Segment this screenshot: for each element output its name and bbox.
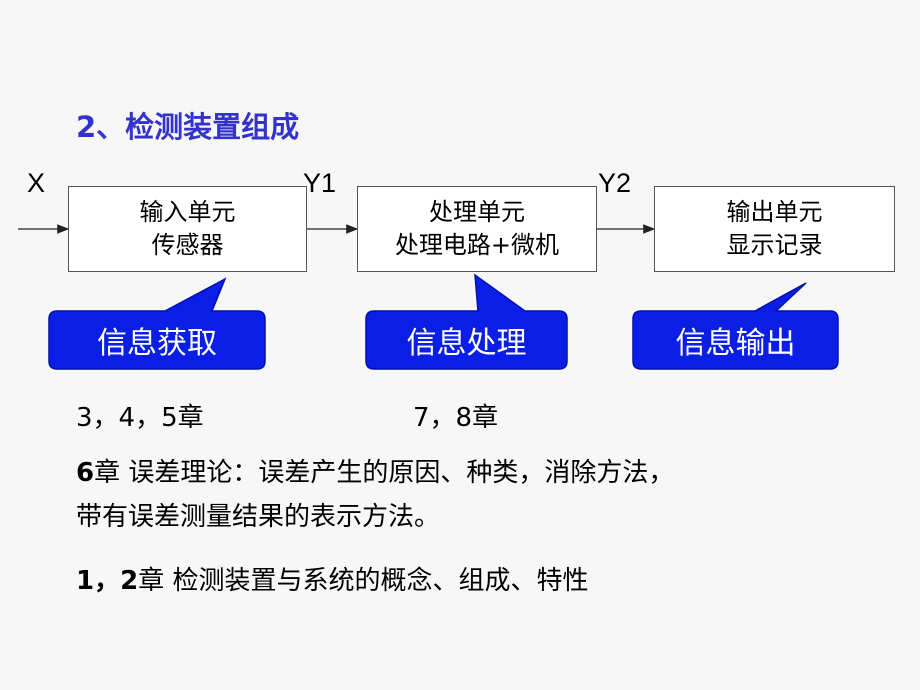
signal-x-label: X xyxy=(27,168,46,198)
output-unit-subtitle: 显示记录 xyxy=(726,231,823,259)
callout-info-acquisition: 信息获取 xyxy=(97,326,217,361)
chapter6-number: 6 xyxy=(76,458,95,488)
chapter6-text: 章 误差理论：误差产生的原因、种类，消除方法， xyxy=(94,458,675,488)
input-unit-box: 输入单元 传感器 xyxy=(68,186,307,272)
callout-shape-1 xyxy=(48,277,266,370)
input-unit-subtitle: 传感器 xyxy=(151,231,224,259)
chapter6-text-line2: 带有误差测量结果的表示方法。 xyxy=(76,502,441,532)
chapter12-number: 1，2 xyxy=(76,566,139,596)
callout-shape-2 xyxy=(365,273,568,370)
output-unit-box: 输出单元 显示记录 xyxy=(654,186,895,272)
callout-info-output: 信息输出 xyxy=(675,326,796,361)
signal-y2-label: Y2 xyxy=(598,168,632,198)
input-unit-title: 输入单元 xyxy=(139,198,236,226)
chapter12-text: 章 检测装置与系统的概念、组成、特性 xyxy=(138,566,589,596)
chapters-middle: 7，8章 xyxy=(413,403,499,433)
processing-unit-title: 处理单元 xyxy=(429,198,525,226)
section-title: 2、检测装置组成 xyxy=(76,110,300,144)
chapters-left: 3，4，5章 xyxy=(76,403,204,433)
callout-shape-3 xyxy=(632,282,839,370)
chapter6-paragraph: 6章 误差理论：误差产生的原因、种类，消除方法， 带有误差测量结果的表示方法。 xyxy=(76,451,674,539)
processing-unit-box: 处理单元 处理电路+微机 xyxy=(357,186,597,272)
callout-info-processing: 信息处理 xyxy=(406,326,527,361)
output-unit-title: 输出单元 xyxy=(726,198,823,226)
signal-y1-label: Y1 xyxy=(303,168,337,198)
chapter12-paragraph: 1，2章 检测装置与系统的概念、组成、特性 xyxy=(76,559,588,603)
processing-unit-subtitle: 处理电路+微机 xyxy=(394,231,560,259)
